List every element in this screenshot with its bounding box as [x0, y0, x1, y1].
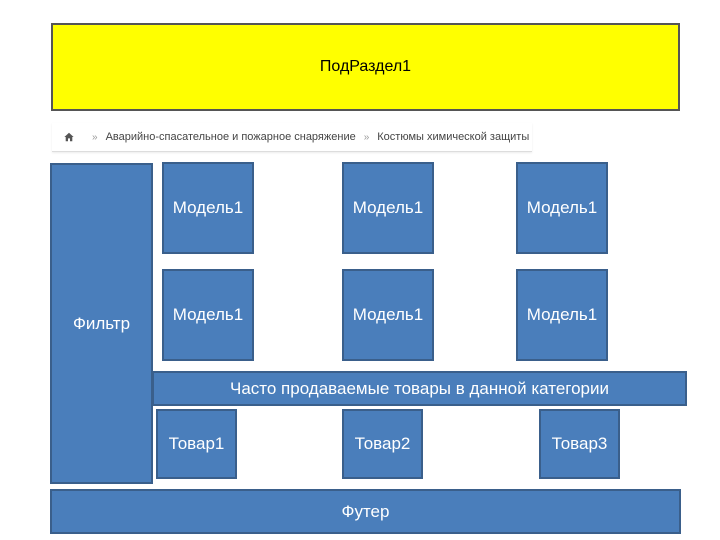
- footer-label: Футер: [341, 501, 390, 521]
- product-card[interactable]: Товар3: [539, 409, 620, 479]
- model-label: Модель1: [526, 198, 598, 217]
- model-card[interactable]: Модель1: [342, 269, 434, 361]
- model-label: Модель1: [526, 305, 598, 324]
- breadcrumb-separator: »: [92, 131, 98, 143]
- model-card[interactable]: Модель1: [162, 269, 254, 361]
- model-label: Модель1: [172, 198, 244, 217]
- breadcrumb-item-category[interactable]: Аварийно-спасательное и пожарное снаряже…: [105, 131, 356, 143]
- model-card[interactable]: Модель1: [342, 162, 434, 254]
- page-header: ПодРаздел1: [51, 23, 680, 111]
- filter-label: Фильтр: [72, 313, 131, 333]
- popular-products-bar: Часто продаваемые товары в данной катего…: [152, 371, 687, 406]
- page-footer: Футер: [50, 489, 681, 534]
- breadcrumb-item-current: Костюмы химической защиты: [377, 131, 530, 143]
- header-title: ПодРаздел1: [319, 58, 412, 75]
- product-card[interactable]: Товар1: [156, 409, 237, 479]
- model-label: Модель1: [172, 305, 244, 324]
- model-label: Модель1: [352, 305, 424, 324]
- filter-panel[interactable]: Фильтр: [50, 163, 153, 484]
- model-label: Модель1: [352, 198, 424, 217]
- popular-products-label: Часто продаваемые товары в данной катего…: [230, 378, 609, 398]
- product-card[interactable]: Товар2: [342, 409, 423, 479]
- product-label: Товар2: [354, 434, 411, 453]
- model-card[interactable]: Модель1: [516, 269, 608, 361]
- home-icon[interactable]: [64, 132, 74, 142]
- breadcrumb-separator: »: [363, 131, 370, 143]
- breadcrumb: » Аварийно-спасательное и пожарное снаря…: [52, 123, 532, 152]
- model-card[interactable]: Модель1: [516, 162, 608, 254]
- model-card[interactable]: Модель1: [162, 162, 254, 254]
- product-label: Товар3: [551, 434, 608, 453]
- product-label: Товар1: [168, 434, 225, 453]
